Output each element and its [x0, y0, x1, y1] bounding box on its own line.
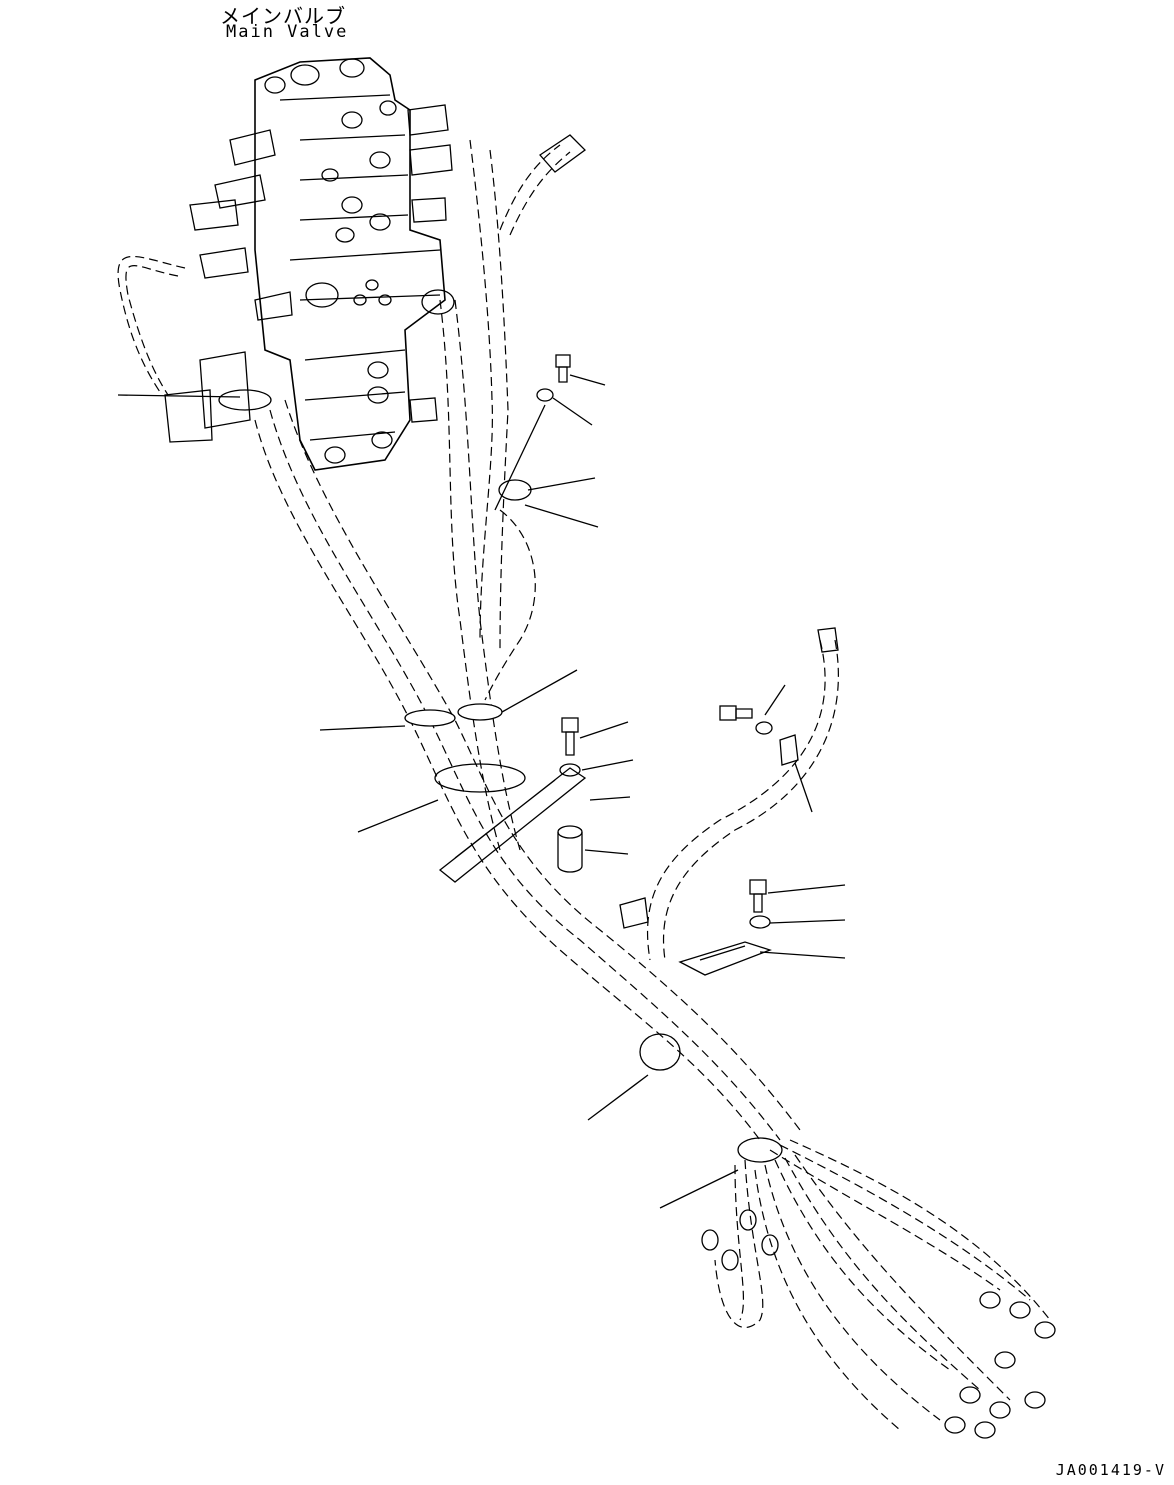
washer-right-lower — [749, 915, 771, 929]
washer-middle — [559, 763, 581, 777]
hose-clamp — [737, 1137, 783, 1163]
hose-end-fitting — [619, 897, 649, 929]
left-loop-hose — [117, 255, 186, 396]
main-valve-label-jp: メインバルブ — [220, 4, 346, 28]
washer-right-upper — [755, 721, 773, 735]
main-hose-bundle — [254, 139, 801, 1141]
bolt-upper — [555, 354, 571, 383]
bolt-middle — [561, 717, 579, 756]
hose-clamp — [434, 763, 526, 793]
bolt-right-lower — [749, 879, 767, 913]
main-valve-label-en: Main Valve — [226, 22, 349, 42]
hose-end-fitting — [817, 627, 839, 653]
lower-hose-fan — [714, 1139, 1051, 1431]
washer-upper — [536, 388, 554, 402]
clamp-plate-right — [678, 941, 772, 976]
clamp-plate — [438, 767, 587, 883]
hose-clamp — [404, 709, 456, 727]
bolt-right-upper — [719, 705, 753, 721]
main-valve-body — [164, 57, 455, 471]
hose-end-fittings-cluster — [701, 1209, 1056, 1439]
right-branch-hose — [646, 639, 826, 961]
spacer-collar — [557, 825, 583, 873]
hose-clamp — [218, 389, 272, 411]
hose-clamp — [457, 703, 503, 721]
leader-lines — [117, 374, 846, 1209]
hose-clamp — [498, 479, 532, 501]
hose-clamp — [639, 1033, 681, 1071]
drawing-id: JA001419-V — [1055, 1461, 1166, 1479]
hose-end-fitting — [539, 134, 586, 173]
hose-bracket — [779, 734, 799, 766]
